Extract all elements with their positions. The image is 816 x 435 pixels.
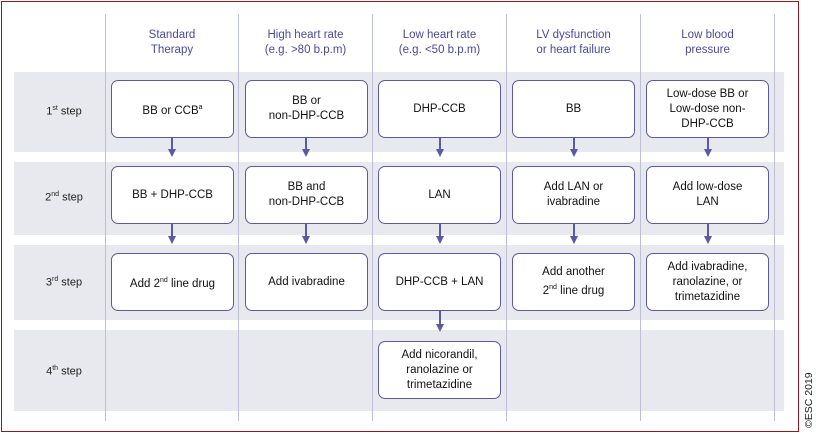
step1-low-bp-box: Low-dose BB or Low-dose non- DHP-CCB bbox=[646, 80, 769, 138]
column-divider bbox=[774, 14, 775, 421]
step-1-label: 1st step bbox=[46, 105, 82, 118]
step-4-label: 4th step bbox=[46, 365, 82, 378]
column-divider bbox=[105, 14, 106, 421]
figure-frame bbox=[1, 1, 799, 432]
step2-low-bp-box: Add low-dose LAN bbox=[646, 166, 769, 224]
step1-low-hr-box: DHP-CCB bbox=[378, 80, 501, 138]
header-low-blood-pressure: Low blood pressure bbox=[681, 29, 734, 56]
step1-lv-dysfunction-box: BB bbox=[512, 80, 635, 138]
step3-low-bp-box: Add ivabradine, ranolazine, or trimetazi… bbox=[646, 253, 769, 311]
step3-standard-box: Add 2nd line drug bbox=[111, 253, 234, 311]
step2-high-hr-box: BB and non-DHP-CCB bbox=[245, 166, 368, 224]
step3-high-hr-box: Add ivabradine bbox=[245, 253, 368, 311]
column-divider bbox=[372, 14, 373, 421]
step4-low-hr-box: Add nicorandil, ranolazine or trimetazid… bbox=[378, 341, 501, 399]
step1-high-hr-box: BB or non-DHP-CCB bbox=[245, 80, 368, 138]
header-low-heart-rate: Low heart rate (e.g. <50 b.p.m) bbox=[398, 29, 481, 56]
header-high-heart-rate: High heart rate (e.g. >80 b.p.m) bbox=[264, 29, 347, 56]
column-divider bbox=[238, 14, 239, 421]
step3-low-hr-box: DHP-CCB + LAN bbox=[378, 253, 501, 311]
header-standard-therapy: Standard Therapy bbox=[148, 29, 196, 56]
step-2-label: 2nd step bbox=[45, 191, 83, 204]
step-3-label: 3rd step bbox=[45, 276, 83, 289]
copyright-notice: ©ESC 2019 bbox=[803, 372, 815, 428]
column-divider bbox=[506, 14, 507, 421]
header-lv-dysfunction: LV dysfunction or heart failure bbox=[536, 29, 611, 56]
step1-standard-box: BB or CCBa bbox=[111, 80, 234, 138]
step2-lv-dysfunction-box: Add LAN or ivabradine bbox=[512, 166, 635, 224]
column-divider bbox=[640, 14, 641, 421]
step2-low-hr-box: LAN bbox=[378, 166, 501, 224]
step2-standard-box: BB + DHP-CCB bbox=[111, 166, 234, 224]
